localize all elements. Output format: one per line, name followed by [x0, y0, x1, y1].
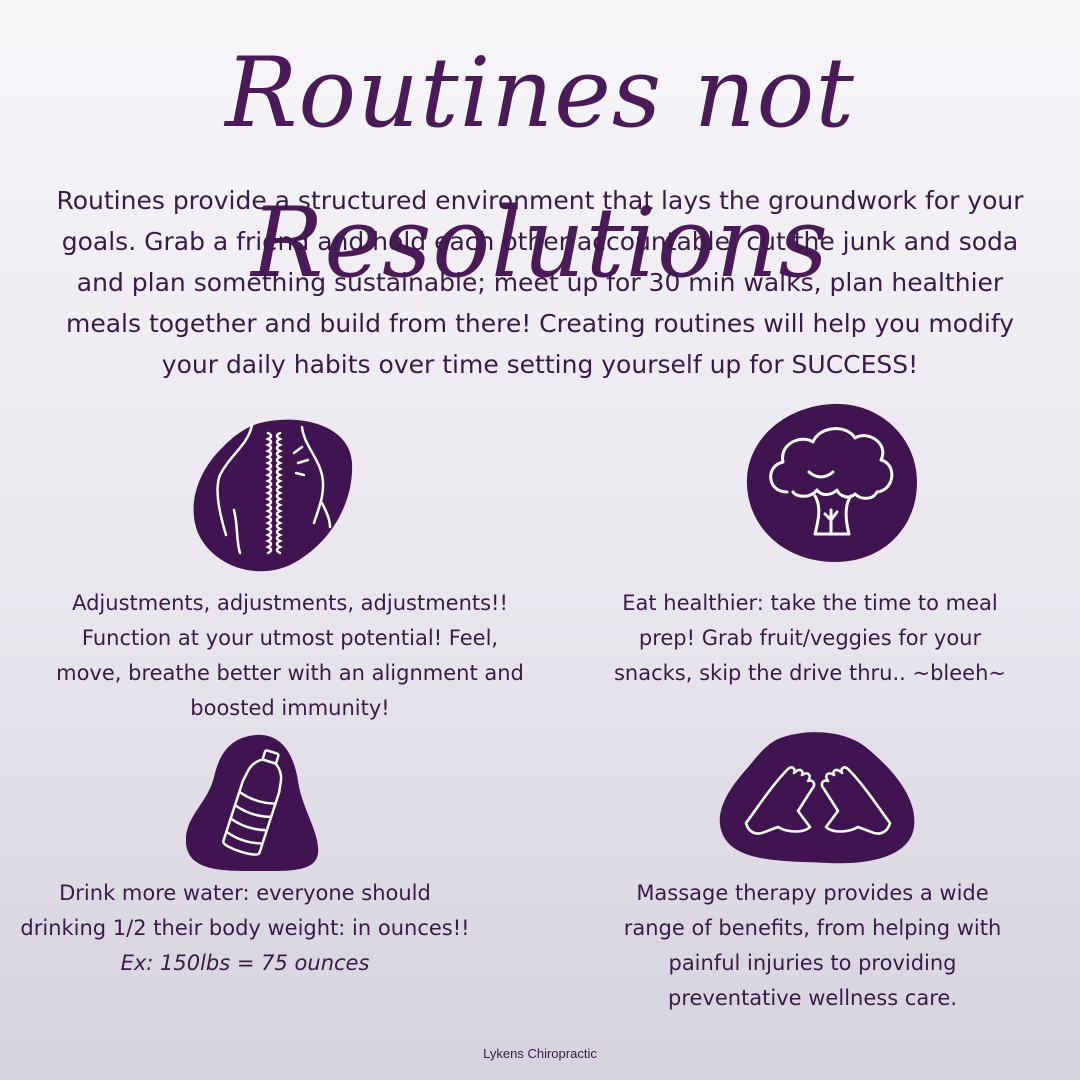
drink-water-text: Drink more water: everyone should drinki…	[20, 881, 470, 940]
spine-back-icon	[190, 415, 360, 575]
massage-caption: Massage therapy provides a wide range of…	[623, 881, 1002, 1010]
drink-water-example: Ex: 150lbs = 75 ounces	[120, 951, 370, 975]
massage-hands-icon	[718, 727, 918, 867]
adjustments-caption: Adjustments, adjustments, adjustments!! …	[56, 591, 524, 720]
intro-paragraph: Routines provide a structured environmen…	[56, 186, 1024, 379]
page-title: Routines not Resolutions	[225, 37, 855, 299]
footer-brand: Lykens Chiropractic	[483, 1046, 597, 1061]
eat-healthier-caption: Eat healthier: take the time to meal pre…	[613, 591, 1007, 685]
broccoli-icon	[745, 400, 920, 565]
water-bottle-icon	[186, 733, 322, 873]
drink-water-caption: Drink more water: everyone should drinki…	[20, 876, 470, 981]
